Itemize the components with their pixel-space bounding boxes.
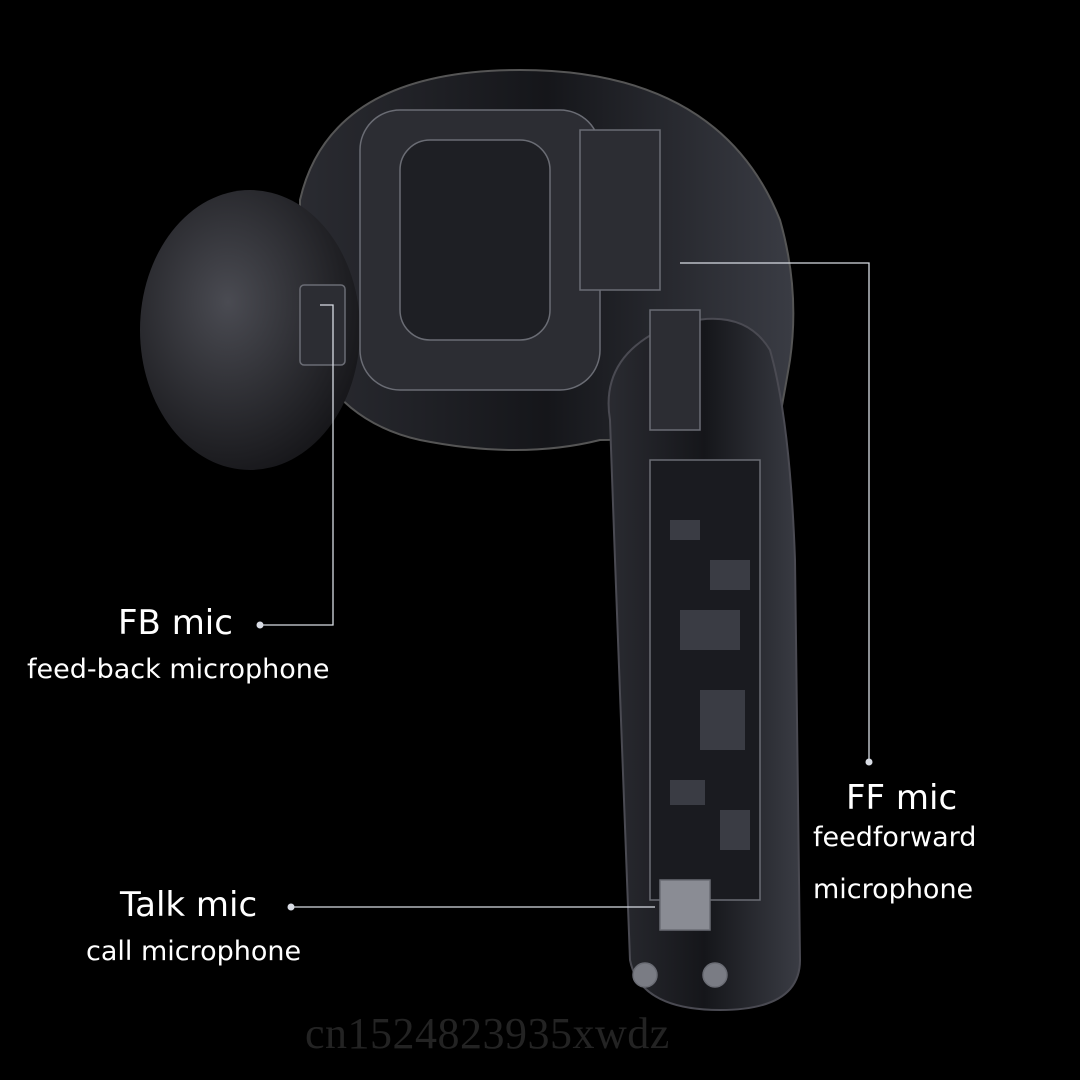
internal-components bbox=[299, 109, 761, 988]
ff-mic-title: FF mic bbox=[846, 778, 958, 818]
fb-mic-leader bbox=[262, 304, 334, 626]
watermark: cn1524823935xwdz bbox=[305, 1009, 670, 1058]
ff-mic-subtitle-line2: microphone bbox=[813, 874, 974, 905]
circuit-board-chips bbox=[670, 520, 750, 850]
ear-tip bbox=[140, 190, 360, 470]
fb-mic-title: FB mic bbox=[118, 603, 233, 643]
leader-lines bbox=[262, 262, 870, 908]
fb-mic-subtitle: feed-back microphone bbox=[27, 654, 330, 685]
talk-mic-dot bbox=[287, 903, 295, 911]
ff-mic-subtitle-line1: feedforward bbox=[813, 822, 977, 853]
fb-mic-dot bbox=[256, 621, 264, 629]
ff-mic-leader bbox=[680, 262, 870, 760]
talk-mic-title: Talk mic bbox=[120, 885, 258, 925]
talk-mic-subtitle: call microphone bbox=[86, 936, 302, 967]
ff-mic-dot bbox=[865, 758, 873, 766]
